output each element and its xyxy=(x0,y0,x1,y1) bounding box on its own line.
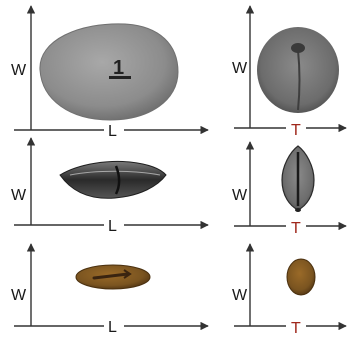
l-axis-label: L xyxy=(108,123,117,140)
panel-large-side: W T xyxy=(232,6,346,139)
panel-medium-top: W L xyxy=(11,138,208,235)
w-axis-label: W xyxy=(11,62,27,79)
seed-hilum xyxy=(291,43,305,53)
specimen-number: 1 xyxy=(113,57,124,79)
panel-large-top: W L 1 xyxy=(11,6,208,140)
w-axis-label: W xyxy=(232,187,248,204)
w-axis-label: W xyxy=(232,287,248,304)
w-axis-label: W xyxy=(232,60,248,77)
small-seed-side-view xyxy=(287,259,315,295)
t-axis-label: T xyxy=(291,320,301,337)
specimen-number-underline xyxy=(109,76,131,79)
w-axis-label: W xyxy=(11,187,27,204)
panel-small-side: W T xyxy=(232,244,346,337)
panel-medium-side: W T xyxy=(232,142,346,237)
l-axis-label: L xyxy=(108,218,117,235)
medium-seed-top-view xyxy=(60,161,166,198)
seed-tip xyxy=(295,208,301,212)
t-axis-label: T xyxy=(291,122,301,139)
t-axis-label: T xyxy=(291,220,301,237)
panel-small-top: W L xyxy=(11,244,208,336)
large-seed-top-view xyxy=(40,24,178,120)
w-axis-label: W xyxy=(11,287,27,304)
l-axis-label: L xyxy=(108,319,117,336)
